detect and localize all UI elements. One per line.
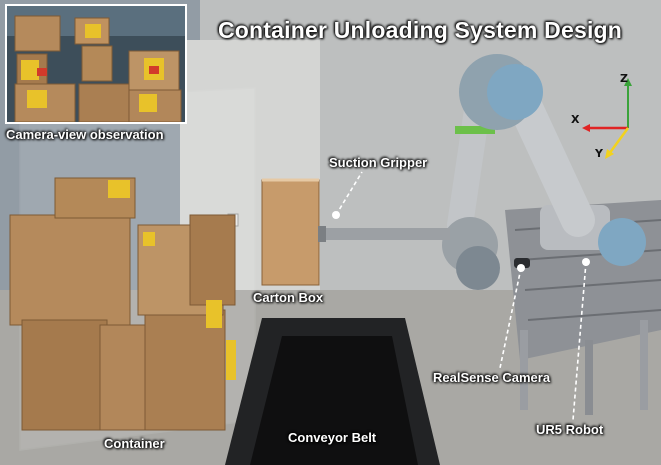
gripper-marker xyxy=(332,211,340,219)
robot-marker xyxy=(582,258,590,266)
axis-label-y: Y xyxy=(595,147,603,160)
label-ur5-robot: UR5 Robot xyxy=(536,422,604,437)
label-suction-gripper: Suction Gripper xyxy=(329,155,428,170)
carton-box-shape xyxy=(261,179,320,286)
inset-caption: Camera-view observation xyxy=(6,127,164,142)
axis-label-x: X xyxy=(571,113,580,126)
page-title: Container Unloading System Design xyxy=(218,17,623,43)
camera-view-inset xyxy=(5,4,187,124)
box-stack xyxy=(9,177,236,431)
label-realsense-camera: RealSense Camera xyxy=(433,370,551,385)
label-carton-box: Carton Box xyxy=(253,290,324,305)
camera-marker xyxy=(517,264,525,272)
leader-lines xyxy=(335,171,587,421)
label-container: Container xyxy=(104,436,165,451)
label-conveyor-belt: Conveyor Belt xyxy=(288,430,377,445)
coordinate-axes xyxy=(582,78,632,159)
camera-view-image xyxy=(7,6,185,122)
robot-arm xyxy=(318,54,646,290)
conveyor-surface xyxy=(250,336,418,465)
axis-label-z: Z xyxy=(620,72,628,85)
